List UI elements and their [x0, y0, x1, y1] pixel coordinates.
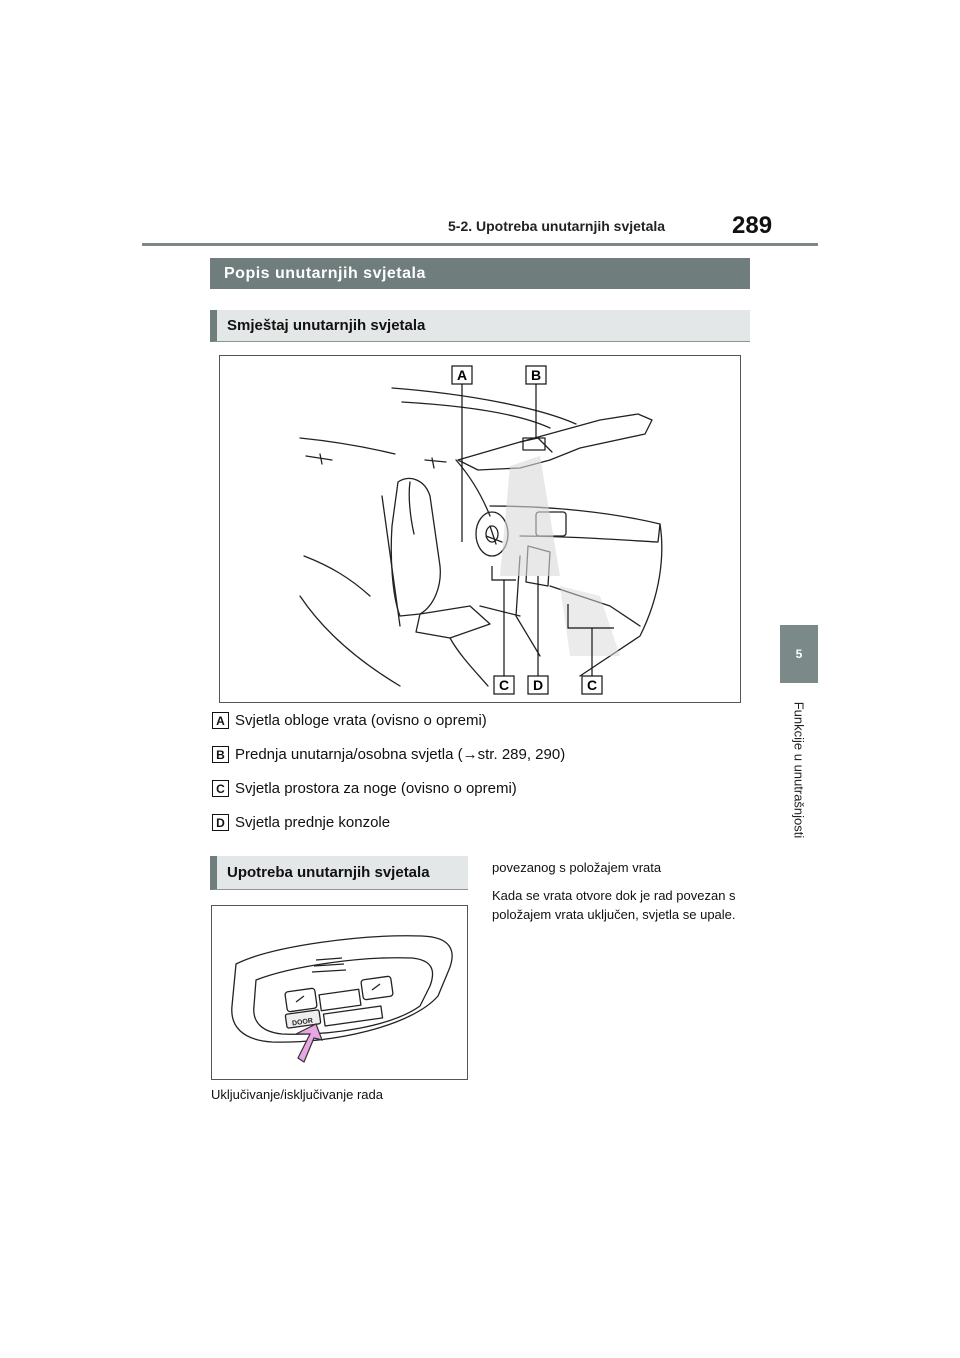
header-section-title: 5-2. Upotreba unutarnjih svjetala — [448, 218, 666, 234]
paragraph-2: Kada se vrata otvore dok je rad povezan … — [492, 888, 736, 922]
paragraph-1: povezanog s položajem vrata — [492, 860, 662, 875]
legend-key-c: C — [212, 780, 229, 797]
legend-text-c: Svjetla prostora za noge (ovisno o oprem… — [235, 780, 517, 797]
figure-caption: Uključivanje/isključivanje rada — [211, 1087, 383, 1102]
legend-item-d: D Svjetla prednje konzole — [212, 814, 390, 831]
page-number: 289 — [732, 212, 773, 239]
legend-key-b: B — [212, 746, 229, 763]
figure-label-b: B — [531, 367, 541, 383]
car-interior-figure: A B C D C — [219, 355, 741, 703]
car-interior-illustration: A B C D C — [299, 365, 663, 695]
press-arrow-icon — [295, 1023, 323, 1063]
legend-text-d: Svjetla prednje konzole — [235, 814, 391, 831]
header-rule — [142, 243, 818, 246]
legend-key-a: A — [212, 712, 229, 729]
legend-item-b: B Prednja unutarnja/osobna svjetla (→str… — [212, 746, 565, 763]
figure-label-d: D — [533, 677, 543, 693]
section-title: Popis unutarnjih svjetala — [210, 258, 750, 289]
legend-item-a: A Svjetla obloge vrata (ovisno o opremi) — [212, 712, 487, 729]
figure-label-c-left: C — [499, 677, 509, 693]
chapter-tab: 5 — [780, 625, 818, 683]
legend-key-d: D — [212, 814, 229, 831]
legend-text-a: Svjetla obloge vrata (ovisno o opremi) — [235, 712, 487, 729]
door-switch-label: DOOR — [292, 1018, 314, 1028]
chapter-label: Funkcije u unutrašnjosti — [791, 701, 807, 839]
subsection-title-location: Smještaj unutarnjih svjetala — [210, 310, 750, 342]
usage-description: povezanog s položajem vrata Kada se vrat… — [492, 858, 742, 933]
legend-text-b: Prednja unutarnja/osobna svjetla (→str. … — [235, 746, 566, 763]
figure-label-c-right: C — [587, 677, 597, 693]
figure-label-a: A — [457, 367, 467, 383]
door-switch-figure: DOOR — [211, 905, 468, 1080]
overhead-console-illustration: DOOR — [231, 935, 453, 1063]
legend-item-c: C Svjetla prostora za noge (ovisno o opr… — [212, 780, 517, 797]
subsection-title-usage: Upotreba unutarnjih svjetala — [210, 856, 468, 890]
